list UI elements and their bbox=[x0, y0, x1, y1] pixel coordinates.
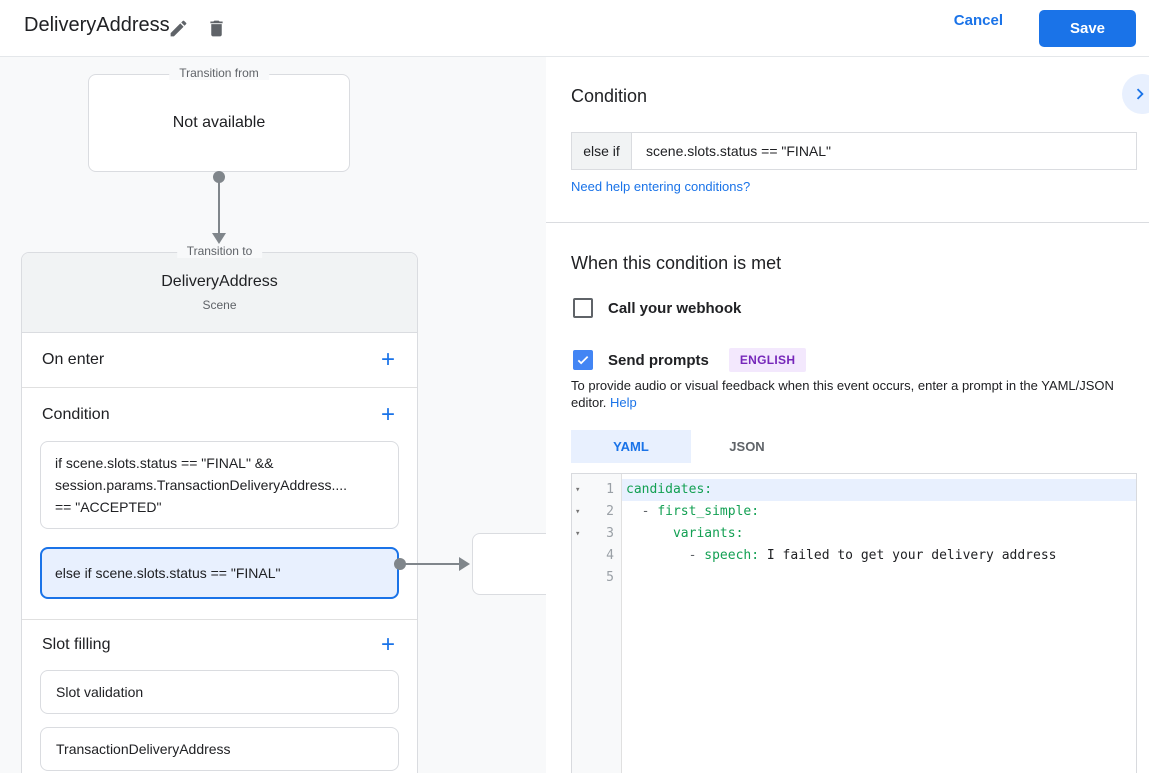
line-number: 5 bbox=[606, 570, 614, 585]
condition-expression-row: else if bbox=[571, 132, 1137, 170]
tab-json[interactable]: JSON bbox=[691, 430, 803, 463]
collapse-panel-button[interactable] bbox=[1122, 74, 1149, 114]
line-number: 2 bbox=[606, 504, 614, 519]
slot-filling-label: Slot filling bbox=[42, 636, 111, 653]
arrow-down-icon bbox=[212, 233, 226, 244]
editor-tabs: YAML JSON bbox=[571, 430, 803, 463]
fold-arrow-icon[interactable]: ▾ bbox=[575, 529, 581, 539]
add-condition-button[interactable]: + bbox=[380, 400, 395, 428]
condition-detail-panel: Condition else if Need help entering con… bbox=[546, 57, 1149, 773]
gutter-row: ▾3 bbox=[572, 523, 621, 545]
code-segment-key: speech: bbox=[704, 548, 760, 563]
call-webhook-checkbox[interactable] bbox=[573, 298, 593, 318]
when-condition-met-title: When this condition is met bbox=[571, 253, 782, 273]
code-segment-meta: - bbox=[688, 548, 705, 563]
trash-icon bbox=[206, 18, 227, 39]
scene-type-label: Scene bbox=[202, 298, 237, 312]
transition-to-legend: Transition to bbox=[176, 244, 263, 258]
condition-rule-1[interactable]: if scene.slots.status == "FINAL" && sess… bbox=[40, 441, 399, 529]
condition-section: Condition + if scene.slots.status == "FI… bbox=[22, 388, 417, 620]
condition-rule-1-line: session.params.TransactionDeliveryAddres… bbox=[55, 477, 348, 493]
prompts-row: Send prompts ENGLISH bbox=[573, 348, 807, 372]
pencil-icon bbox=[168, 18, 189, 39]
code-segment-key: first_simple: bbox=[657, 504, 760, 519]
send-prompts-label: Send prompts bbox=[608, 351, 709, 369]
code-line[interactable]: variants: bbox=[622, 523, 1136, 545]
page-title: DeliveryAddress bbox=[24, 14, 170, 36]
scene-name: DeliveryAddress bbox=[161, 273, 278, 290]
prompt-description: To provide audio or visual feedback when… bbox=[571, 377, 1137, 411]
transition-from-box[interactable]: Transition from Not available bbox=[88, 66, 350, 172]
help-link[interactable]: Help bbox=[610, 395, 637, 410]
gutter-row: ▾2 bbox=[572, 501, 621, 523]
code-line[interactable] bbox=[622, 567, 1136, 589]
prompt-description-line1: To provide audio or visual feedback when… bbox=[571, 378, 1114, 393]
language-badge: ENGLISH bbox=[728, 348, 807, 372]
flow-canvas: Transition from Not available Transition… bbox=[0, 57, 546, 773]
condition-rule-1-line: if scene.slots.status == "FINAL" && bbox=[55, 455, 274, 471]
editor-code-area[interactable]: candidates: - first_simple: variants: - … bbox=[622, 474, 1136, 773]
transition-from-legend: Transition from bbox=[169, 66, 269, 80]
slot-transaction-box[interactable]: TransactionDeliveryAddress bbox=[40, 727, 399, 771]
webhook-row: Call your webhook bbox=[573, 298, 741, 318]
edit-scene-button[interactable] bbox=[164, 14, 192, 42]
scene-card-header[interactable]: DeliveryAddress Scene bbox=[22, 253, 417, 333]
code-segment-key: variants: bbox=[672, 526, 744, 541]
save-button[interactable]: Save bbox=[1039, 10, 1136, 47]
line-number: 3 bbox=[606, 526, 614, 541]
code-line[interactable]: - first_simple: bbox=[622, 501, 1136, 523]
cancel-button[interactable]: Cancel bbox=[953, 12, 1003, 29]
condition-expression-input[interactable] bbox=[632, 133, 1136, 169]
add-on-enter-button[interactable]: + bbox=[380, 346, 395, 373]
gutter-row: 4 bbox=[572, 545, 621, 567]
code-segment-plain: I failed to get your delivery address bbox=[759, 548, 1057, 563]
code-segment-key: candidates: bbox=[626, 482, 713, 497]
line-number: 4 bbox=[606, 548, 614, 563]
transition-from-value: Not available bbox=[172, 114, 266, 131]
checkmark-icon bbox=[575, 352, 591, 368]
scene-card: Transition to DeliveryAddress Scene On e… bbox=[21, 244, 418, 773]
code-segment-plain bbox=[626, 548, 689, 563]
divider bbox=[546, 222, 1149, 223]
panel-title: Condition bbox=[571, 86, 648, 106]
arrow-right-icon bbox=[459, 557, 470, 571]
connector-dot bbox=[394, 558, 406, 570]
code-segment-plain bbox=[626, 526, 673, 541]
call-webhook-label: Call your webhook bbox=[608, 299, 742, 317]
code-line[interactable]: candidates: bbox=[622, 479, 1136, 501]
condition-prefix: else if bbox=[572, 133, 632, 169]
slot-filling-section: Slot filling + Slot validation Transacti… bbox=[22, 620, 417, 771]
fold-arrow-icon[interactable]: ▾ bbox=[575, 485, 581, 495]
slot-filling-head: Slot filling + bbox=[22, 620, 417, 670]
code-segment-meta: - bbox=[626, 504, 658, 519]
condition-rule-2-selected[interactable]: else if scene.slots.status == "FINAL" bbox=[40, 547, 399, 599]
conditions-help-link[interactable]: Need help entering conditions? bbox=[571, 179, 751, 194]
line-number: 1 bbox=[606, 482, 614, 497]
connector-line bbox=[404, 563, 460, 565]
top-bar: DeliveryAddress Cancel Save bbox=[0, 0, 1149, 57]
gutter-row: 5 bbox=[572, 567, 621, 589]
condition-rule-1-line: == "ACCEPTED" bbox=[55, 499, 162, 515]
transition-target-box[interactable] bbox=[472, 533, 546, 595]
on-enter-label: On enter bbox=[42, 351, 105, 368]
gutter-row: ▾1 bbox=[572, 479, 621, 501]
condition-label: Condition bbox=[42, 405, 110, 423]
tab-yaml[interactable]: YAML bbox=[571, 430, 691, 463]
delete-scene-button[interactable] bbox=[202, 14, 230, 42]
send-prompts-checkbox[interactable] bbox=[573, 350, 593, 370]
code-line[interactable]: - speech: I failed to get your delivery … bbox=[622, 545, 1136, 567]
slot-validation-box[interactable]: Slot validation bbox=[40, 670, 399, 714]
prompt-description-line2: editor. bbox=[571, 395, 607, 410]
condition-section-head: Condition + bbox=[22, 388, 417, 441]
add-slot-button[interactable]: + bbox=[380, 631, 395, 658]
chevron-right-icon bbox=[1129, 83, 1149, 105]
fold-arrow-icon[interactable]: ▾ bbox=[575, 507, 581, 517]
on-enter-section: On enter + bbox=[22, 333, 417, 388]
connector-line bbox=[218, 177, 220, 235]
